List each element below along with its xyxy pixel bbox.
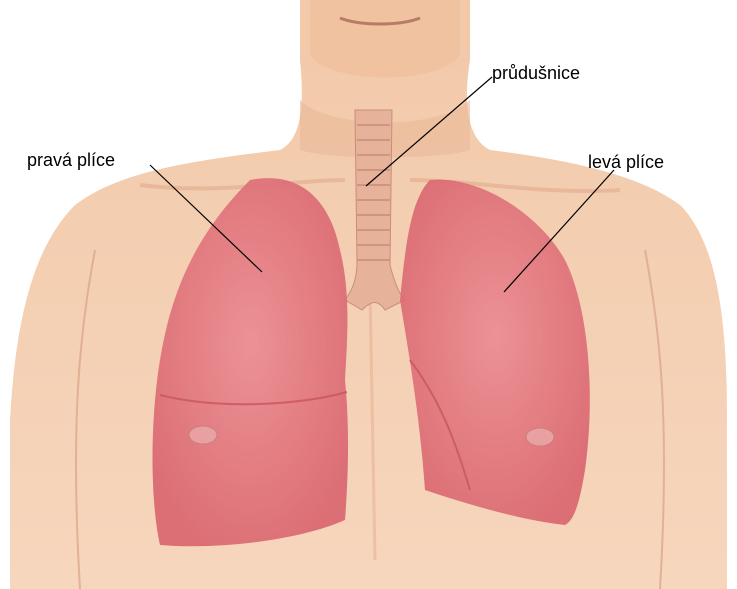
right-nipple — [189, 426, 217, 444]
left-nipple — [526, 428, 554, 446]
label-left-lung: levá plíce — [588, 152, 664, 172]
label-trachea: průdušnice — [492, 63, 580, 83]
chin — [310, 0, 460, 78]
label-right-lung: pravá plíce — [27, 150, 115, 170]
